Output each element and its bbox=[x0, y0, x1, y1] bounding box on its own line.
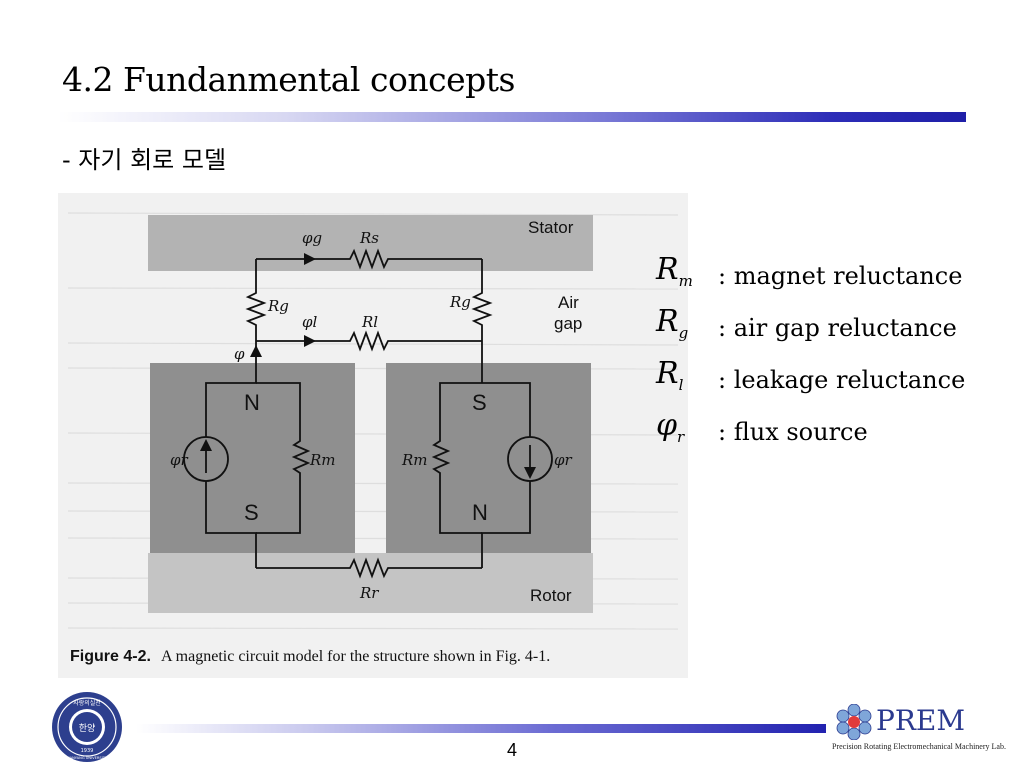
prem-logo-text: PREM bbox=[876, 704, 966, 737]
phi-l-label: φl bbox=[302, 313, 318, 331]
rotor-region bbox=[148, 553, 593, 613]
caption-text: A magnetic circuit model for the structu… bbox=[161, 648, 550, 665]
right-magnet-block bbox=[386, 363, 591, 553]
phi-label: φ bbox=[234, 345, 245, 363]
legend-description: : flux source bbox=[718, 418, 868, 446]
r-r-label: Rr bbox=[359, 584, 379, 602]
phi-r-left-label: φr bbox=[170, 451, 189, 469]
phi-r-right-label: φr bbox=[554, 451, 573, 469]
magnetic-circuit-figure: Stator Air gap Rotor N S S N φg Rs Rg Rg… bbox=[58, 193, 688, 678]
magnet-left-n-label: N bbox=[244, 390, 260, 415]
prem-logo-subtitle: Precision Rotating Electromechanical Mac… bbox=[832, 742, 1006, 751]
r-g-right-label: Rg bbox=[449, 293, 471, 311]
slide-title: 4.2 Fundanmental concepts bbox=[62, 60, 515, 99]
seal-year: 1939 bbox=[81, 748, 94, 754]
page-number: 4 bbox=[506, 740, 517, 760]
r-l-label: Rl bbox=[361, 313, 378, 331]
r-m-right-label: Rm bbox=[401, 451, 428, 469]
gap-label: gap bbox=[554, 314, 582, 333]
phi-g-arrow bbox=[304, 253, 316, 265]
magnet-right-s-label: S bbox=[472, 390, 487, 415]
phi-arrow bbox=[250, 345, 262, 357]
rotor-label: Rotor bbox=[530, 586, 572, 605]
phi-l-arrow bbox=[304, 335, 316, 347]
seal-center-text: 한양 bbox=[79, 723, 96, 734]
magnet-left-s-label: S bbox=[244, 500, 259, 525]
gear-flower-icon bbox=[836, 704, 872, 740]
prem-logo: PREM Precision Rotating Electromechanica… bbox=[830, 704, 1006, 754]
r-s-label: Rs bbox=[359, 229, 379, 247]
slide-subtitle: - 자기 회로 모델 bbox=[62, 146, 227, 174]
r-g-left-label: Rg bbox=[267, 297, 289, 315]
university-seal: 한양 사랑의실천 1939 HANYANG UNIVERSITY bbox=[52, 692, 122, 762]
legend-description: : leakage reluctance bbox=[718, 366, 966, 394]
right-flux-source bbox=[507, 436, 553, 482]
left-flux-source bbox=[183, 436, 229, 482]
legend-symbol: Rm bbox=[656, 252, 693, 290]
legend-symbol: Rl bbox=[656, 356, 684, 394]
r-m-left-label: Rm bbox=[309, 451, 336, 469]
seal-bottom-text: HANYANG UNIVERSITY bbox=[67, 756, 108, 760]
figure-caption: Figure 4-2. A magnetic circuit model for… bbox=[70, 646, 550, 665]
legend-symbol: φr bbox=[656, 408, 685, 446]
title-underline-bar bbox=[58, 112, 966, 122]
circuit-wires bbox=[205, 248, 531, 579]
air-label: Air bbox=[558, 293, 579, 312]
phi-g-label: φg bbox=[302, 229, 322, 247]
magnet-right-n-label: N bbox=[472, 500, 488, 525]
legend-description: : magnet reluctance bbox=[718, 262, 963, 290]
footer-bar bbox=[136, 724, 826, 733]
caption-bold: Figure 4-2. bbox=[70, 648, 151, 665]
legend-symbol: Rg bbox=[656, 304, 689, 342]
seal-top-text: 사랑의실천 bbox=[73, 699, 101, 707]
stator-label: Stator bbox=[528, 218, 574, 237]
legend-description: : air gap reluctance bbox=[718, 314, 957, 342]
